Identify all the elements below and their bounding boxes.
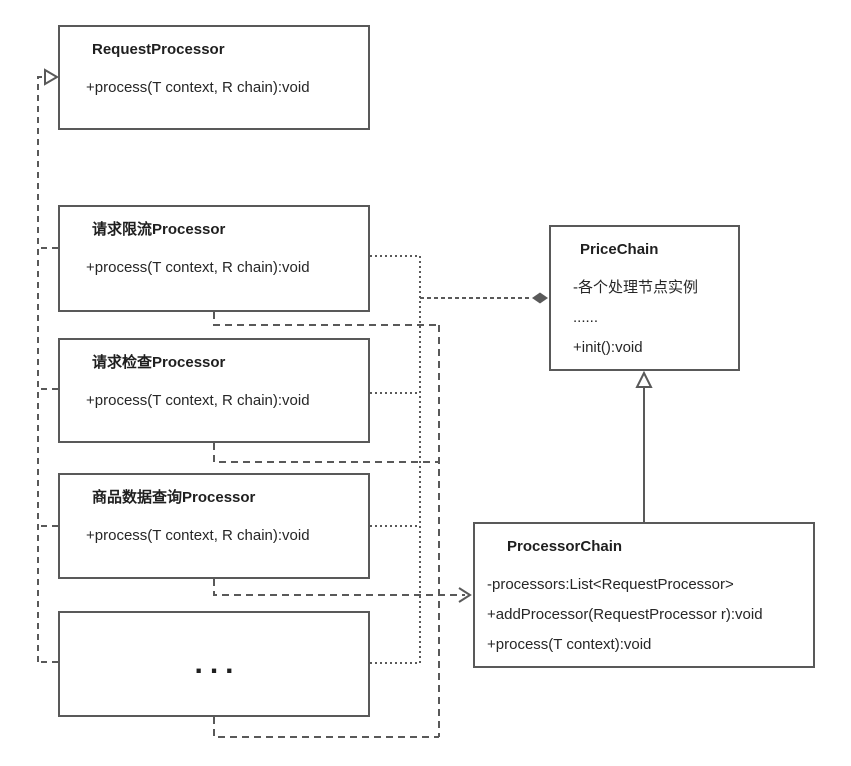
class-member: +addProcessor(RequestProcessor r):void xyxy=(487,606,763,623)
class-member: ...... xyxy=(573,309,599,326)
class-rate-limit-processor: 请求限流Processor +process(T context, R chai… xyxy=(58,205,370,312)
class-member: +process(T context):void xyxy=(487,636,652,653)
realization-edge xyxy=(37,68,59,663)
class-member: +process(T context, R chain):void xyxy=(86,392,310,409)
class-ellipsis-placeholder: ... xyxy=(58,611,370,717)
hollow-triangle-arrow-icon xyxy=(44,68,59,86)
aggregation-edge xyxy=(370,255,548,664)
filled-diamond-icon xyxy=(532,292,548,304)
class-title: PriceChain xyxy=(580,241,659,258)
class-member: +init():void xyxy=(573,339,643,356)
class-title: 请求检查Processor xyxy=(92,354,226,371)
class-title: RequestProcessor xyxy=(92,41,225,58)
open-arrow-icon xyxy=(458,587,472,603)
class-processor-chain: ProcessorChain -processors:List<RequestP… xyxy=(473,522,815,668)
class-request-processor: RequestProcessor +process(T context, R c… xyxy=(58,25,370,130)
class-title: ProcessorChain xyxy=(507,538,623,555)
class-member: -各个处理节点实例 xyxy=(573,279,698,296)
class-product-query-processor: 商品数据查询Processor +process(T context, R ch… xyxy=(58,473,370,579)
class-member: +process(T context, R chain):void xyxy=(86,259,310,276)
class-member: +process(T context, R chain):void xyxy=(86,527,310,544)
class-price-chain: PriceChain -各个处理节点实例 ...... +init():void xyxy=(549,225,740,371)
class-title: 商品数据查询Processor xyxy=(92,489,256,506)
inheritance-edge xyxy=(635,370,653,523)
class-member: -processors:List<RequestProcessor> xyxy=(487,576,734,593)
class-check-processor: 请求检查Processor +process(T context, R chai… xyxy=(58,338,370,443)
dependency-edge xyxy=(213,312,472,738)
class-member: +process(T context, R chain):void xyxy=(86,79,310,96)
ellipsis-label: ... xyxy=(194,647,241,680)
class-title: 请求限流Processor xyxy=(92,221,226,238)
hollow-triangle-arrow-icon xyxy=(635,370,653,388)
